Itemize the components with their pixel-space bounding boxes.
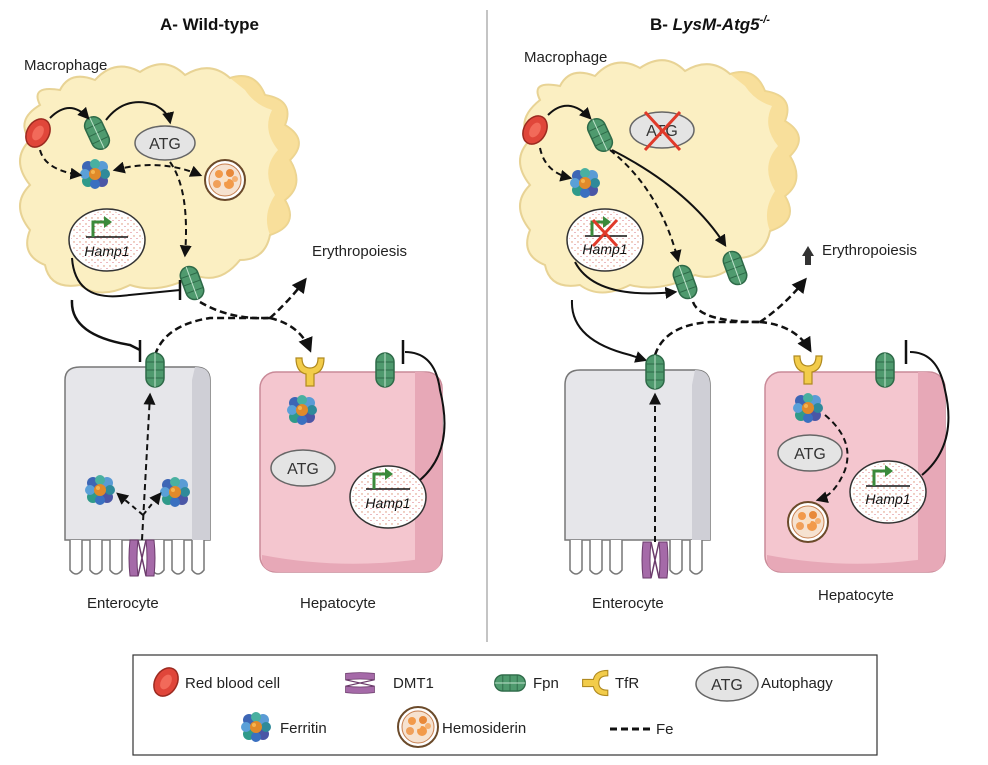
panel-b-hep-atg-oval: ATG	[777, 434, 843, 472]
panel-b-arrow-hamp-enterocyte	[570, 299, 648, 363]
panel-a-atg-oval: ATG	[134, 125, 196, 161]
svg-text:Hamp1: Hamp1	[84, 243, 129, 259]
panel-a-ferritin-hep	[287, 395, 317, 425]
panel-a-ferritin-ent-right	[160, 477, 190, 507]
panel-a-fe-dmt1-right	[142, 492, 162, 516]
svg-text:Hamp1: Hamp1	[582, 241, 627, 257]
panel-b-erythropoiesis-label: Erythropoiesis	[822, 242, 917, 259]
panel-b-arrow-rbc-fpn	[547, 104, 592, 120]
panel-b-fe-rbc-ferritin	[539, 147, 573, 182]
panel-b-ferritin	[570, 168, 600, 198]
svg-text:ATG: ATG	[794, 446, 826, 463]
panel-a-fe-enterocyte-out	[153, 316, 270, 356]
legend-hemosiderin-icon	[397, 706, 439, 748]
panel-b-hepatocyte-label: Hepatocyte	[818, 587, 894, 604]
panel-b-fe-macrophage-out	[691, 301, 761, 324]
legend-autophagy-label: Autophagy	[761, 675, 833, 692]
panel-b-fe-fpn-fpn	[609, 149, 682, 263]
legend-rbc-label: Red blood cell	[185, 675, 280, 692]
panel-a-hep-atg-oval: ATG	[270, 449, 336, 487]
panel-b-arrow-fpn-fpn-right	[611, 149, 727, 248]
panel-b-title: B- LysM-Atg5-/-	[650, 14, 770, 34]
panel-b-hep-hamp-inhibit	[909, 351, 950, 476]
legend-fe-label: Fe	[656, 721, 674, 738]
panel-a-hepatocyte-label: Hepatocyte	[300, 595, 376, 612]
svg-text:Hamp1: Hamp1	[865, 491, 910, 507]
legend-ferritin-icon	[241, 712, 271, 742]
panel-a-fe-dmt1-up	[141, 392, 156, 541]
panel-a-fe-atg-fpn	[169, 161, 192, 258]
panel-b-arrow-hamp-fpn	[574, 261, 678, 299]
panel-a-enterocyte-label: Enterocyte	[87, 595, 159, 612]
svg-text:ATG: ATG	[287, 461, 319, 478]
panel-a-hamp1-nucleus: Hamp1	[68, 208, 146, 272]
panel-a-macrophage-rim	[230, 76, 299, 235]
legend: Red blood cell DMT1 Fpn TfR ATG Autophag…	[132, 654, 878, 756]
panel-a-hep-hamp-inhibit	[404, 351, 446, 481]
panel-a-fpn-enterocyte	[145, 352, 165, 388]
panel-a-fe-rbc-ferritin	[39, 149, 83, 180]
panel-a-hep-hamp1-promoter-arrow	[372, 472, 386, 489]
panel-b-ferritin-hep	[793, 393, 823, 423]
svg-text:Hamp1: Hamp1	[365, 495, 410, 511]
panel-a-hemosiderin	[204, 159, 246, 201]
panel-b: B- LysM-Atg5-/- Macrophage ATG Hamp1	[517, 14, 950, 612]
legend-fpn-icon	[494, 674, 526, 692]
panel-a-title: A- Wild-type	[160, 15, 259, 34]
legend-tfr-label: TfR	[615, 675, 639, 692]
panel-b-fe-enterocyte-out	[653, 320, 760, 356]
panel-a-dmt1	[128, 539, 156, 577]
panel-b-fpn-enterocyte	[645, 354, 665, 390]
svg-text:ATG: ATG	[149, 136, 181, 153]
panel-b-enterocyte	[564, 369, 711, 575]
panel-b-fe-to-hepatocyte	[759, 320, 812, 353]
legend-dmt1-label: DMT1	[393, 675, 434, 692]
panel-a-hamp1-promoter-arrow	[91, 220, 105, 237]
panel-a-arrow-fpn-atg	[105, 101, 174, 125]
legend-atg-oval: ATG	[695, 666, 759, 702]
panel-b-hamp1-cross-icon	[591, 218, 619, 248]
panel-a: A- Wild-type Macrophage ATG Hamp1	[19, 15, 446, 612]
panel-a-fe-dmt1-left	[116, 492, 144, 516]
panel-a-ferritin	[80, 159, 110, 189]
panel-a-macrophage-label: Macrophage	[24, 57, 107, 74]
panel-a-hamp-inhibit-fpn	[71, 257, 181, 298]
legend-fpn-label: Fpn	[533, 675, 559, 692]
legend-box	[132, 654, 878, 756]
panel-b-hamp1-nucleus: Hamp1	[566, 208, 644, 272]
panel-b-hep-hamp1-nucleus: Hamp1	[849, 460, 927, 524]
panel-a-fe-ferritin-hemo	[112, 161, 203, 177]
legend-ferritin-label: Ferritin	[280, 720, 327, 737]
panel-b-hemosiderin-hep	[787, 501, 829, 543]
panel-a-ferritin-ent-left	[85, 475, 115, 505]
legend-hemosiderin-label: Hemosiderin	[442, 720, 526, 737]
panel-a-erythropoiesis-label: Erythropoiesis	[312, 243, 407, 260]
panel-b-erythropoiesis-up-arrow-icon	[802, 246, 814, 265]
panel-a-fe-macrophage-out	[199, 300, 271, 320]
panel-b-macrophage-rim	[730, 72, 799, 231]
panel-a-arrow-rbc-fpn	[49, 106, 90, 120]
panel-b-dmt1	[641, 541, 669, 579]
panel-a-fe-to-hepatocyte	[269, 316, 313, 353]
panel-a-fe-to-erythropoiesis	[269, 277, 307, 319]
panel-b-macrophage-label: Macrophage	[524, 49, 607, 66]
panel-b-fe-ferritin-hemo	[815, 414, 849, 504]
panel-a-fpn-hepatocyte	[375, 352, 395, 388]
panel-b-fe-to-erythropoiesis	[759, 277, 807, 324]
panel-a-hep-hamp1-nucleus: Hamp1	[349, 465, 427, 529]
svg-text:ATG: ATG	[711, 677, 743, 694]
panel-b-atg-cross-icon	[643, 110, 682, 152]
panel-b-atg-oval: ATG	[629, 110, 695, 152]
panel-a-enterocyte	[64, 366, 211, 575]
panel-b-fpn-hepatocyte	[875, 352, 895, 388]
panel-a-hamp-inhibit-enterocyte	[70, 299, 141, 352]
panel-b-enterocyte-label: Enterocyte	[592, 595, 664, 612]
